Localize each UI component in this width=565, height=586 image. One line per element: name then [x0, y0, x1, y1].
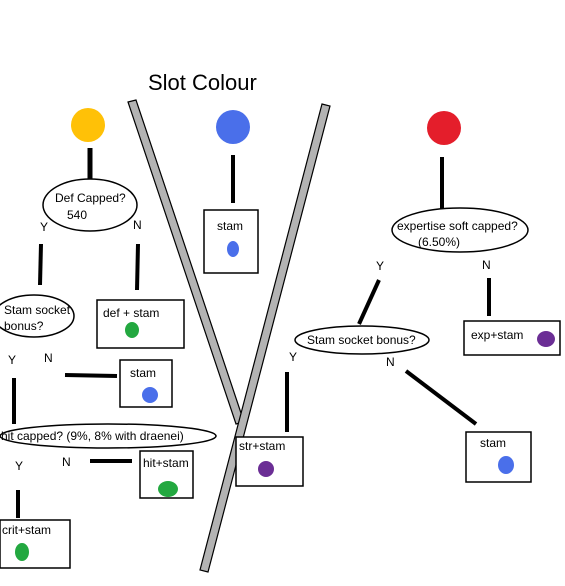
expertise-value: (6.50%) — [418, 235, 460, 249]
green-gem-icon — [125, 322, 139, 338]
right-divider — [199, 103, 331, 573]
hit-stam-label: hit+stam — [143, 456, 189, 470]
stam-socket-bonus-text: Stam socket bonus? — [307, 333, 416, 347]
crit-stam-box — [0, 519, 71, 569]
red-stam-label: stam — [480, 436, 506, 450]
green-gem-icon — [15, 543, 29, 561]
str-stam-label: str+stam — [239, 439, 285, 453]
blue-gem-icon — [142, 387, 158, 403]
stam-socket-node — [0, 294, 75, 338]
blue-socket-icon — [216, 110, 250, 144]
def-capped-no-label: N — [133, 218, 142, 232]
hit-capped-no-label: N — [62, 455, 71, 469]
stam-socket-text: Stam socket — [4, 303, 71, 317]
yellow-socket-icon — [71, 108, 105, 142]
def-stam-label: def + stam — [103, 306, 159, 320]
hit-capped-text: hit capped? (9%, 8% with draenei) — [1, 429, 184, 443]
purple-gem-icon — [258, 461, 274, 477]
expertise-node — [391, 207, 529, 253]
stam-socket-yes-label: Y — [8, 353, 16, 367]
hit-capped-yes-label: Y — [15, 459, 23, 473]
def-capped-node — [42, 178, 138, 232]
hit-capped-node — [0, 423, 217, 449]
expertise-no-label: N — [482, 258, 491, 272]
def-stam-box — [96, 299, 185, 349]
crit-stam-label: crit+stam — [2, 523, 51, 537]
def-yes-connector — [38, 243, 43, 286]
def-capped-yes-label: Y — [40, 220, 48, 234]
blue-stam-label: stam — [217, 219, 243, 233]
green-gem-icon — [158, 481, 178, 497]
purple-gem-icon — [537, 331, 555, 347]
def-capped-text: Def Capped? — [55, 191, 126, 205]
def-no-connector — [135, 243, 140, 291]
expertise-yes-label: Y — [376, 259, 384, 273]
diagram-title: Slot Colour — [148, 70, 257, 95]
blue-gem-icon — [498, 456, 514, 474]
socket-bonus-no-label: N — [386, 355, 395, 369]
str-stam-box — [235, 436, 304, 487]
socket-bonus-yes-label: Y — [289, 350, 297, 364]
yellow-stam-label: stam — [130, 366, 156, 380]
expertise-text: expertise soft capped? — [397, 219, 518, 233]
stam-socket-no-connector — [64, 373, 118, 378]
stam-socket-bonus-node — [294, 325, 430, 355]
red-stam-box — [465, 431, 532, 483]
socket-bonus-no-connector — [404, 369, 478, 426]
def-capped-value: 540 — [67, 208, 87, 222]
exp-stam-label: exp+stam — [471, 328, 523, 342]
stam-socket-text-2: bonus? — [4, 319, 44, 333]
blue-gem-icon — [227, 241, 239, 257]
expertise-yes-connector — [357, 279, 381, 325]
red-socket-icon — [427, 111, 461, 145]
stam-socket-no-label: N — [44, 351, 53, 365]
